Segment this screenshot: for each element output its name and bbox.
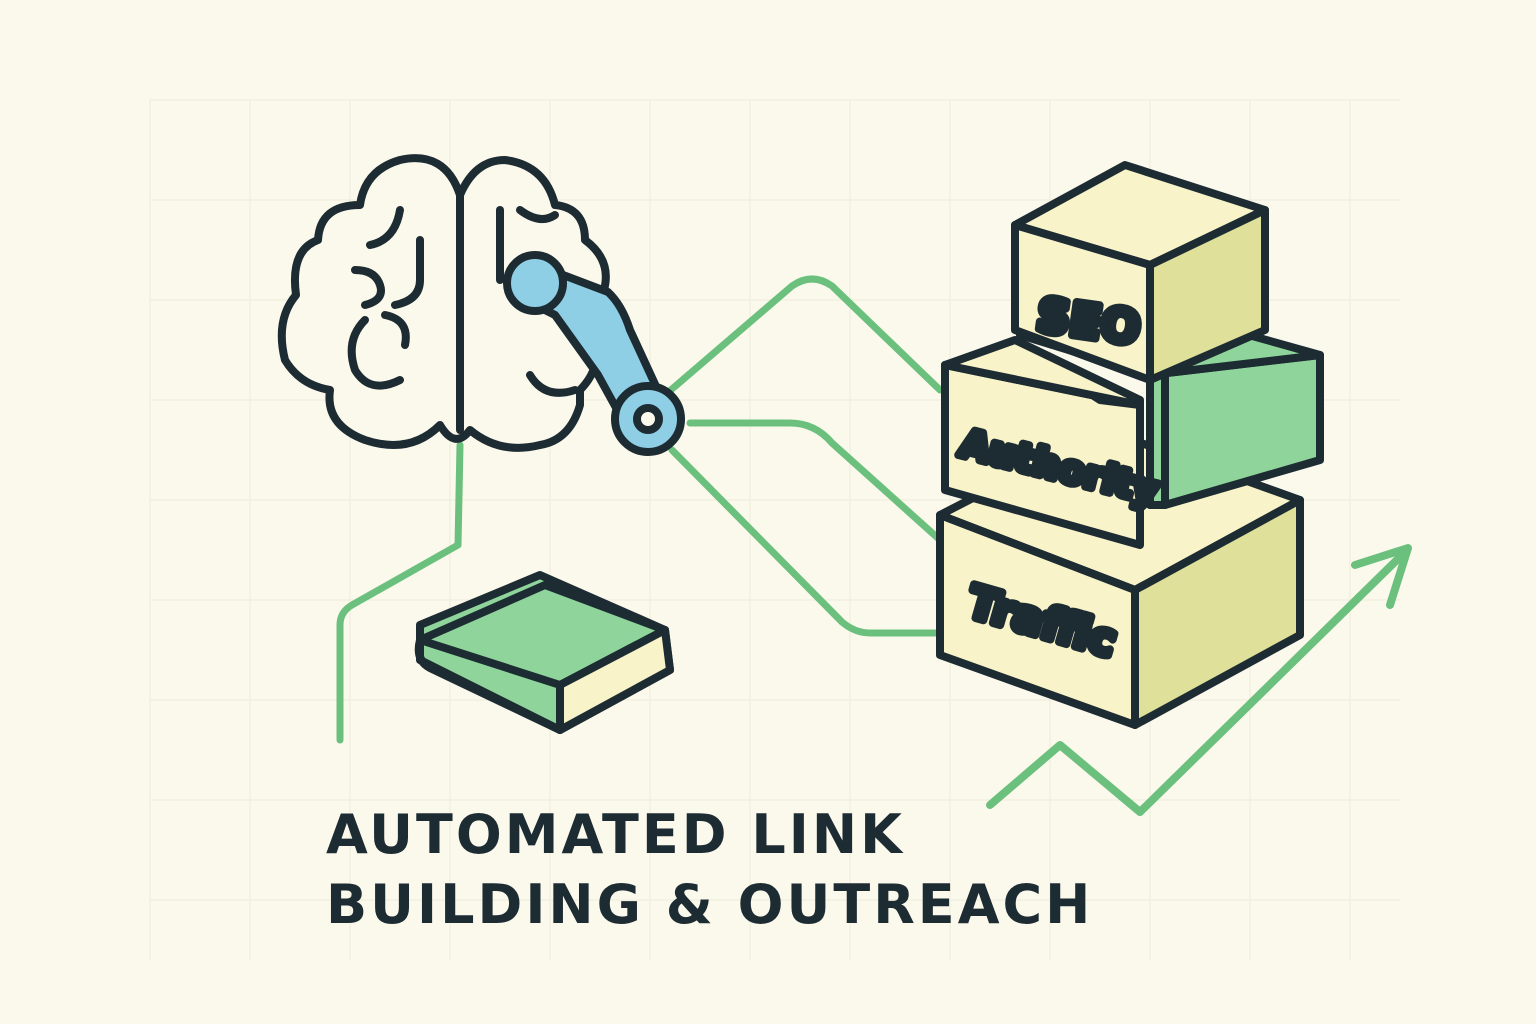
connector-lines (336, 275, 944, 744)
box-authority (941, 336, 1144, 549)
connector-line-lower (668, 446, 944, 637)
robotic-arm-icon (503, 251, 685, 456)
connector-line-brain (336, 441, 464, 744)
connector-line-middle (686, 419, 944, 544)
growth-arrow-icon (986, 544, 1412, 816)
page-title: AUTOMATED LINK BUILDING & OUTREACH (326, 800, 1093, 940)
book-icon (414, 571, 674, 734)
brain-icon (277, 154, 611, 452)
title-line-1: AUTOMATED LINK (326, 803, 905, 866)
box-seo (1011, 161, 1269, 384)
connector-line-upper (661, 275, 944, 399)
stacked-boxes-icon: SEO Authority Traffic (936, 161, 1324, 729)
title-line-2: BUILDING & OUTREACH (326, 873, 1094, 936)
